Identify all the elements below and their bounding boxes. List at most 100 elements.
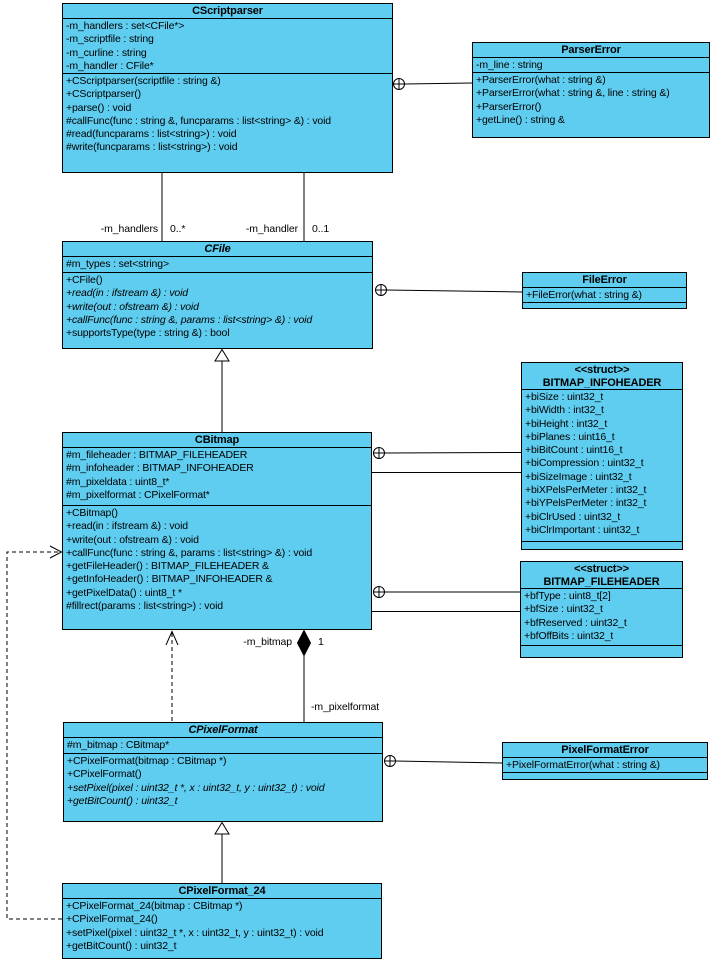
method-row: +write(out : ofstream &) : void	[66, 533, 199, 546]
struct-box-bitmap-infoheader: <<struct>> BITMAP_INFOHEADER +biSize : u…	[521, 362, 683, 550]
role-label-m-pixelformat: -m_pixelformat	[311, 701, 380, 713]
method-row: +CPixelFormat(bitmap : CBitmap *)	[67, 755, 227, 767]
attribute-row: +bfType : uint8_t[2]	[524, 590, 611, 602]
method-row: +ParserError(what : string &, line : str…	[476, 87, 670, 100]
method-row: #fillrect(params : list<string>) : void	[66, 600, 223, 613]
method-row: +supportsType(type : string &) : bool	[66, 327, 230, 340]
attributes-compartment: -m_line : string	[473, 58, 709, 73]
attribute-row: +biXPelsPerMeter : int32_t	[525, 484, 647, 497]
method-row: +getFileHeader() : BITMAP_FILEHEADER &	[66, 560, 269, 573]
class-name-cscriptparser: CScriptparser	[63, 4, 392, 19]
attributes-compartment: +biSize : uint32_t+biWidth : int32_t+biH…	[522, 390, 682, 541]
method-row: +write(out : ofstream &) : void	[66, 300, 199, 313]
method-row: #write(funcparams : list<string>) : void	[66, 141, 238, 154]
class-name-pixelformaterror: PixelFormatError	[503, 743, 707, 758]
methods-compartment: +CScriptparser(scriptfile : string &)+CS…	[63, 74, 392, 172]
attribute-row: #m_infoheader : BITMAP_INFOHEADER	[66, 462, 254, 475]
methods-compartment: +CBitmap()+read(in : ifstream &) : void+…	[63, 506, 371, 629]
method-row: +getBitCount() : uint32_t	[66, 939, 177, 952]
method-row: #read(funcparams : list<string>) : void	[66, 128, 237, 141]
method-row: +callFunc(func : string &, params : list…	[66, 546, 313, 559]
attribute-row: +biSize : uint32_t	[525, 391, 604, 403]
method-row: +getInfoHeader() : BITMAP_INFOHEADER &	[66, 573, 273, 586]
method-row: +setPixel(pixel : uint32_t *, x : uint32…	[66, 926, 324, 939]
method-row: +read(in : ifstream &) : void	[66, 287, 188, 300]
method-row: +CPixelFormat_24(bitmap : CBitmap *)	[66, 900, 243, 912]
class-box-cpixelformat: CPixelFormat #m_bitmap : CBitmap* +CPixe…	[63, 722, 383, 822]
attribute-row: +biWidth : int32_t	[525, 404, 604, 417]
attribute-row: +biClrImportant : uint32_t	[525, 523, 640, 536]
method-row: +getLine() : string &	[476, 113, 565, 126]
empty-compartment	[522, 541, 682, 549]
method-row: +CScriptparser()	[66, 88, 141, 101]
class-name-fileerror: FileError	[523, 273, 686, 288]
empty-compartment	[503, 773, 707, 779]
method-row: +callFunc(func : string &, params : list…	[66, 313, 313, 326]
multiplicity-label-1: 1	[318, 636, 324, 648]
methods-compartment: +CFile()+read(in : ifstream &) : void+wr…	[63, 273, 372, 348]
attributes-compartment: -m_handlers : set<CFile*>-m_scriptfile :…	[63, 19, 392, 74]
attributes-compartment: #m_types : set<string>	[63, 257, 372, 273]
dependency-cpixelformat24-cbitmap	[6, 545, 63, 920]
attribute-row: +biPlanes : uint16_t	[525, 430, 615, 443]
class-box-cfile: CFile #m_types : set<string> +CFile()+re…	[62, 241, 373, 349]
method-row: +parse() : void	[66, 101, 132, 114]
attribute-row: -m_handler : CFile*	[66, 59, 154, 72]
class-name-cpixelformat24: CPixelFormat_24	[63, 884, 381, 899]
multiplicity-label-0-many: 0..*	[170, 223, 186, 235]
attribute-row: #m_pixelformat : CPixelFormat*	[66, 488, 210, 501]
empty-compartment	[521, 645, 682, 657]
method-row: +PixelFormatError(what : string &)	[506, 759, 660, 771]
attribute-row: #m_bitmap : CBitmap*	[67, 739, 170, 751]
methods-compartment: +CPixelFormat_24(bitmap : CBitmap *)+CPi…	[63, 899, 381, 958]
attributes-compartment: #m_bitmap : CBitmap*	[64, 738, 382, 754]
method-row: +CPixelFormat()	[67, 768, 142, 781]
method-row: +ParserError()	[476, 100, 542, 113]
attribute-row: #m_pixeldata : uint8_t*	[66, 475, 170, 488]
containment-cbitmap-infoheader	[373, 447, 522, 459]
attributes-compartment: #m_fileheader : BITMAP_FILEHEADER#m_info…	[63, 448, 371, 506]
methods-compartment: +FileError(what : string &)	[523, 288, 686, 303]
attribute-row: #m_fileheader : BITMAP_FILEHEADER	[66, 449, 248, 461]
containment-cbitmap-fileheader	[373, 586, 520, 598]
role-label-m-bitmap: -m_bitmap	[243, 636, 292, 648]
class-box-cpixelformat24: CPixelFormat_24 +CPixelFormat_24(bitmap …	[62, 883, 382, 959]
struct-header: <<struct>> BITMAP_FILEHEADER	[521, 562, 682, 589]
method-row: +CBitmap()	[66, 507, 118, 519]
method-row: +getPixelData() : uint8_t *	[66, 586, 182, 599]
attribute-row: +biYPelsPerMeter : int32_t	[525, 497, 647, 510]
attribute-row: +biHeight : int32_t	[525, 417, 608, 430]
role-label-m-handler: -m_handler	[245, 223, 298, 235]
class-box-cbitmap: CBitmap #m_fileheader : BITMAP_FILEHEADE…	[62, 432, 372, 630]
class-name-cfile: CFile	[63, 242, 372, 257]
attribute-row: -m_handlers : set<CFile*>	[66, 20, 185, 32]
containment-cscriptparser-parsererror	[393, 78, 473, 90]
method-row: +ParserError(what : string &)	[476, 74, 606, 86]
methods-compartment: +CPixelFormat(bitmap : CBitmap *)+CPixel…	[64, 754, 382, 821]
method-row: +getBitCount() : uint32_t	[67, 794, 178, 807]
class-name-bitmap-infoheader: BITMAP_INFOHEADER	[542, 377, 662, 389]
method-row: +CPixelFormat_24()	[66, 913, 158, 926]
attribute-row: +biSizeImage : uint32_t	[525, 470, 632, 483]
attribute-row: +biBitCount : uint16_t	[525, 444, 623, 457]
attribute-row: +biClrUsed : uint32_t	[525, 510, 621, 523]
attribute-row: +bfReserved : uint32_t	[524, 616, 627, 629]
methods-compartment: +PixelFormatError(what : string &)	[503, 758, 707, 773]
method-row: +FileError(what : string &)	[526, 289, 642, 301]
class-box-fileerror: FileError +FileError(what : string &)	[522, 272, 687, 309]
attribute-row: -m_curline : string	[66, 46, 147, 59]
method-row: +setPixel(pixel : uint32_t *, x : uint32…	[67, 781, 325, 794]
struct-box-bitmap-fileheader: <<struct>> BITMAP_FILEHEADER +bfType : u…	[520, 561, 683, 658]
attribute-row: +bfSize : uint32_t	[524, 603, 603, 616]
method-row: +CFile()	[66, 274, 103, 286]
class-box-cscriptparser: CScriptparser -m_handlers : set<CFile*>-…	[62, 3, 393, 173]
role-label-m-handlers: -m_handlers	[100, 223, 158, 235]
method-row: +read(in : ifstream &) : void	[66, 520, 188, 533]
attribute-row: +bfOffBits : uint32_t	[524, 629, 614, 642]
generalization-cbitmap-cfile	[214, 348, 230, 432]
containment-cfile-fileerror	[375, 284, 523, 296]
attributes-compartment: +bfType : uint8_t[2]+bfSize : uint32_t+b…	[521, 589, 682, 645]
attribute-row: -m_scriptfile : string	[66, 33, 154, 46]
